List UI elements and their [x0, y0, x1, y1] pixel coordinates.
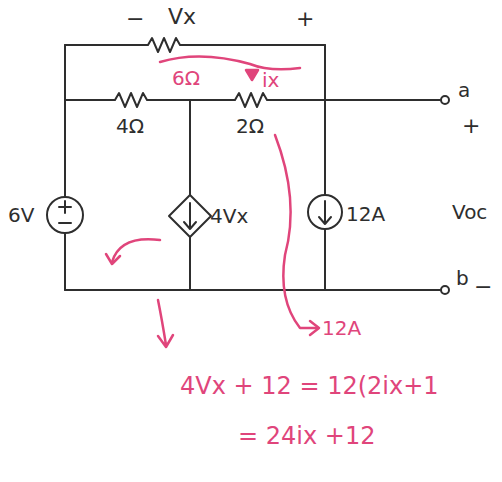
current-direction-mark	[246, 70, 258, 80]
arrow-head	[310, 321, 319, 335]
current-arrow	[184, 203, 196, 229]
wire	[65, 289, 440, 291]
terminal	[441, 286, 449, 294]
arrow-head	[106, 254, 120, 264]
polarity-sign: −	[126, 8, 144, 30]
terminal	[441, 96, 449, 104]
resistor-value: 4Ω	[116, 116, 144, 136]
equation: 4Vx + 12 = 12(2ix+1	[180, 374, 439, 398]
resistor-value: 6Ω	[172, 68, 200, 88]
resistor-value: 2Ω	[236, 116, 264, 136]
resistor-wire	[65, 38, 325, 52]
pointer-arrow	[158, 300, 173, 347]
current-source-symbol	[308, 195, 342, 229]
wire	[324, 45, 326, 290]
dependent-source-symbol	[169, 195, 211, 237]
polarity-marks	[59, 201, 71, 223]
polarity-sign: +	[296, 8, 314, 30]
wire	[64, 45, 66, 290]
current-label: ix	[262, 70, 279, 90]
current-arrow	[319, 201, 331, 224]
terminal-name: b	[456, 268, 469, 288]
loop-arrow	[112, 239, 160, 262]
voltage-source-symbol	[47, 197, 83, 233]
terminal-name: a	[458, 80, 470, 100]
polarity-sign: +	[462, 115, 480, 137]
source-value: 4Vx	[210, 206, 248, 226]
resistor-wire	[65, 93, 440, 107]
current-note: 12A	[322, 318, 361, 338]
source-value: 12A	[346, 204, 385, 224]
source-value: 6V	[8, 205, 34, 225]
polarity-sign: −	[474, 276, 492, 298]
pointer-arrow	[275, 135, 318, 328]
equation: = 24ix +12	[238, 424, 375, 448]
voltage-label: Vx	[168, 6, 196, 28]
voltage-label: Voc	[452, 202, 487, 222]
